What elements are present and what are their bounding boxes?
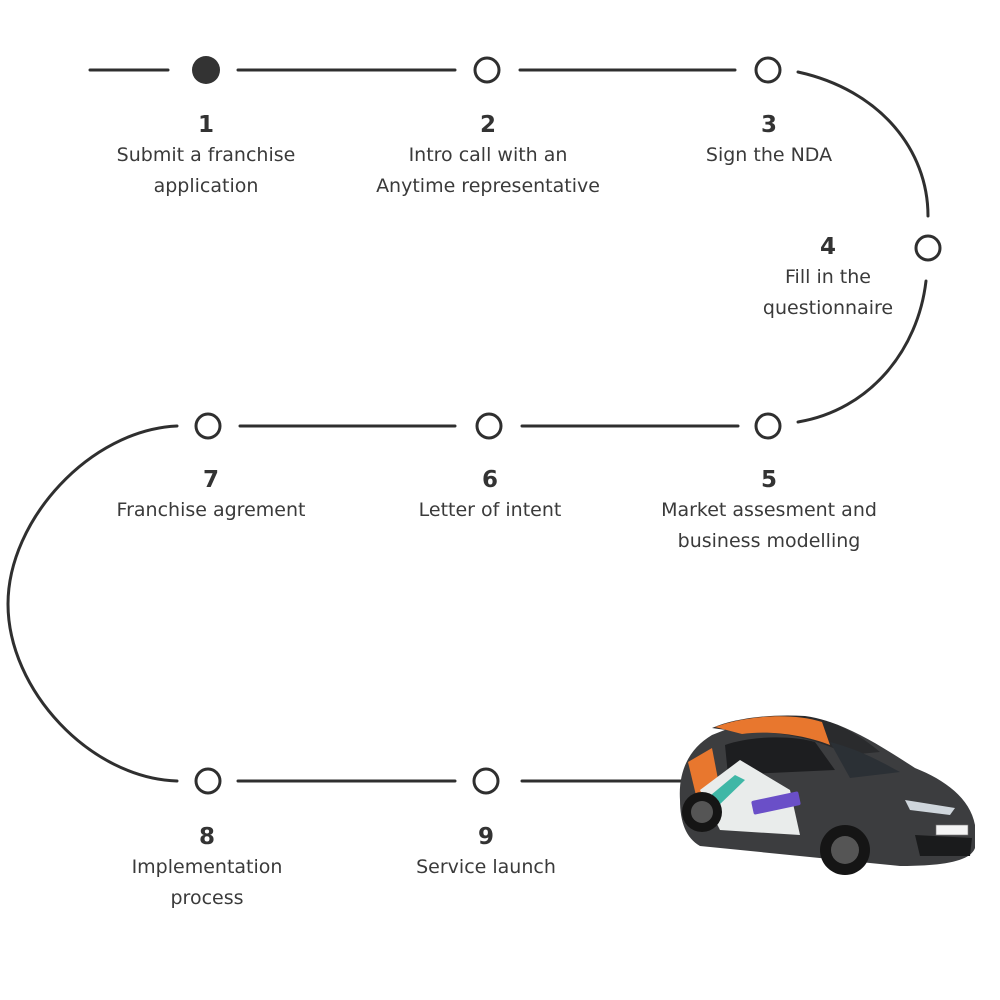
connector-lines bbox=[6, 68, 930, 783]
step-6-label: Letter of intent bbox=[418, 499, 562, 521]
connector-7-8-arc bbox=[6, 424, 179, 783]
step-3-node bbox=[754, 56, 782, 84]
step-2: 2 Intro call with an Anytime representat… bbox=[348, 110, 628, 202]
step-8-number: 8 bbox=[198, 824, 215, 850]
step-3: 3 Sign the NDA bbox=[629, 110, 909, 171]
connector-3-4-arc bbox=[796, 70, 930, 218]
step-8-label: Implementation process bbox=[131, 856, 283, 909]
step-1-label: Submit a franchise application bbox=[116, 144, 296, 197]
connector-4-5-arc bbox=[796, 279, 928, 424]
step-5: 5 Market assesment and business modellin… bbox=[629, 465, 909, 557]
step-6-number: 6 bbox=[481, 467, 498, 493]
step-7-label: Franchise agrement bbox=[116, 499, 306, 521]
step-4: 4 Fill in the questionnaire bbox=[688, 232, 968, 324]
step-4-label: Fill in the questionnaire bbox=[762, 266, 894, 319]
step-3-number: 3 bbox=[760, 112, 777, 138]
step-7: 7 Franchise agrement bbox=[71, 465, 351, 526]
step-4-node bbox=[914, 234, 942, 262]
step-7-number: 7 bbox=[202, 467, 219, 493]
step-5-node bbox=[754, 412, 782, 440]
step-2-node bbox=[473, 56, 501, 84]
step-7-node bbox=[194, 412, 222, 440]
step-8: 8 Implementation process bbox=[67, 822, 347, 914]
step-2-number: 2 bbox=[479, 112, 496, 138]
step-3-label: Sign the NDA bbox=[705, 144, 833, 166]
step-9: 9 Service launch bbox=[346, 822, 626, 883]
step-2-label: Intro call with an Anytime representativ… bbox=[376, 144, 600, 197]
step-1: 1 Submit a franchise application bbox=[66, 110, 346, 202]
step-1-number: 1 bbox=[197, 112, 214, 138]
step-9-node bbox=[472, 767, 500, 795]
step-4-number: 4 bbox=[819, 234, 836, 260]
step-8-node bbox=[194, 767, 222, 795]
step-6-node bbox=[475, 412, 503, 440]
step-5-number: 5 bbox=[760, 467, 777, 493]
step-nodes bbox=[192, 56, 942, 795]
step-9-label: Service launch bbox=[416, 856, 556, 878]
step-1-node bbox=[192, 56, 220, 84]
step-9-number: 9 bbox=[477, 824, 494, 850]
step-6: 6 Letter of intent bbox=[350, 465, 630, 526]
step-5-label: Market assesment and business modelling bbox=[661, 499, 877, 552]
